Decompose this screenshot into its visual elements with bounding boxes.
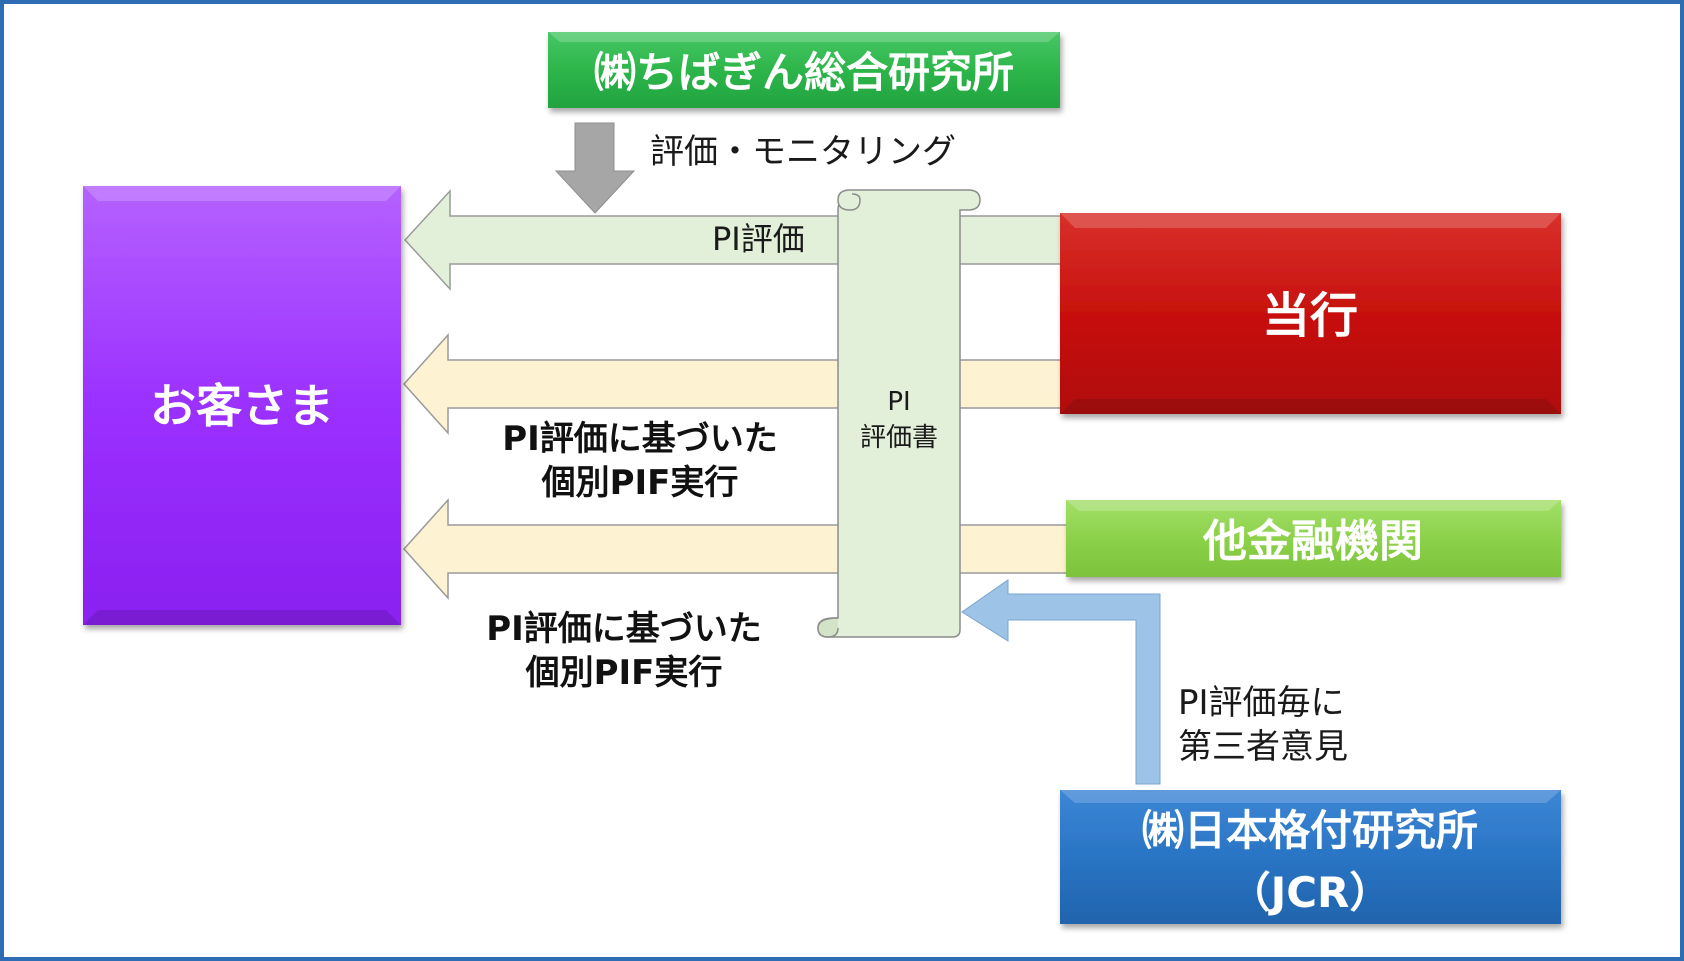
pif-bank-label-line2: 個別PIF実行 xyxy=(541,463,739,503)
jcr-opinion-label-line2: 第三者意見 xyxy=(1178,727,1348,767)
monitoring-arrow xyxy=(554,122,636,214)
other-fi-label: 他金融機関 xyxy=(1202,516,1423,567)
document-label-line2: 評価書 xyxy=(860,423,938,453)
pif-arrow-other-fi xyxy=(402,498,1069,600)
jcr-opinion-label-line1: PI評価毎に xyxy=(1178,683,1345,723)
monitoring-label: 評価・モニタリング xyxy=(650,132,956,172)
jcr-label-line1: ㈱日本格付研究所 xyxy=(1142,806,1478,855)
pif-other-label-line1: PI評価に基づいた xyxy=(486,609,762,649)
other-fi-box xyxy=(1066,500,1561,577)
pi-document-scroll xyxy=(817,189,981,638)
pif-bank-label-line1: PI評価に基づいた xyxy=(502,419,778,459)
chibagin-ri-box xyxy=(548,32,1060,108)
document-label-line1: PI xyxy=(887,387,910,417)
customer-box xyxy=(83,186,401,625)
pif-other-label-line2: 個別PIF実行 xyxy=(525,653,723,693)
jcr-label-line2: （JCR） xyxy=(1229,868,1392,917)
chibagin-ri-label: ㈱ちばぎん総合研究所 xyxy=(594,48,1014,97)
bank-label: 当行 xyxy=(1262,288,1358,344)
jcr-opinion-arrow xyxy=(961,579,1161,785)
bank-box xyxy=(1060,213,1561,414)
jcr-box xyxy=(1060,790,1561,924)
customer-label: お客さま xyxy=(150,379,334,433)
pi-eval-label: PI評価 xyxy=(712,220,805,258)
